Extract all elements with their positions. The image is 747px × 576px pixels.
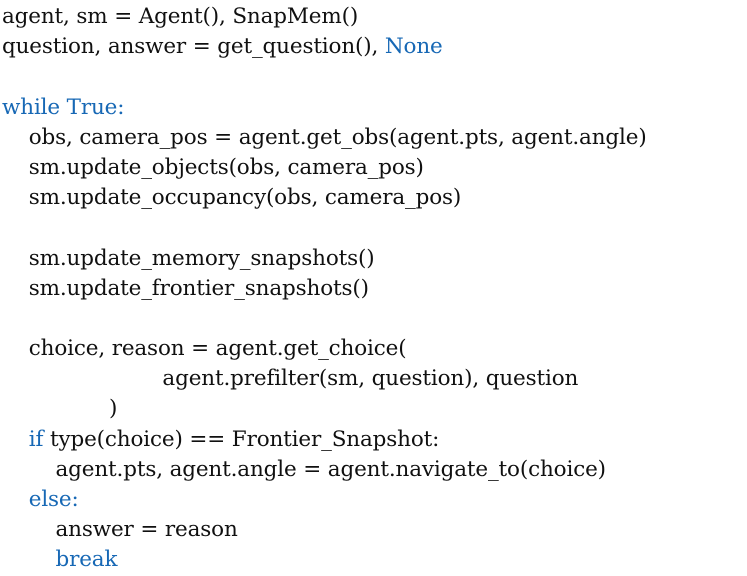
code-line: agent.pts, agent.angle = agent.navigate_… xyxy=(2,455,747,485)
code-line: agent.prefilter(sm, question), question xyxy=(2,364,747,394)
code-line: while True: xyxy=(2,93,747,123)
code-text-token: type(choice) == Frontier_Snapshot: xyxy=(43,426,440,452)
code-keyword-token: else: xyxy=(28,487,79,512)
code-text-token xyxy=(2,64,9,89)
code-keyword-token: if xyxy=(28,426,44,452)
code-text-token: agent.prefilter(sm, question), question xyxy=(162,366,579,392)
code-line: agent, sm = Agent(), SnapMem() xyxy=(2,2,747,32)
code-text-token: obs, camera_pos = agent.get_obs(agent.pt… xyxy=(28,124,647,150)
code-keyword-token: break xyxy=(55,547,118,573)
code-blank-line xyxy=(2,213,747,243)
code-text-token xyxy=(2,306,9,331)
code-keyword-token: while True: xyxy=(2,94,125,120)
code-line: ) xyxy=(2,394,747,424)
code-indent xyxy=(2,517,55,542)
code-indent xyxy=(2,125,29,150)
code-text-token: sm.update_frontier_snapshots() xyxy=(28,275,369,301)
code-blank-line xyxy=(2,62,747,92)
code-line: sm.update_objects(obs, camera_pos) xyxy=(2,153,747,183)
code-indent xyxy=(2,366,162,391)
code-line: obs, camera_pos = agent.get_obs(agent.pt… xyxy=(2,123,747,153)
code-line: sm.update_occupancy(obs, camera_pos) xyxy=(2,183,747,213)
code-text-token: question, answer = get_question(), xyxy=(2,34,385,60)
code-line: sm.update_memory_snapshots() xyxy=(2,244,747,274)
code-line: question, answer = get_question(), None xyxy=(2,32,747,62)
code-line: break xyxy=(2,545,747,575)
code-indent xyxy=(2,457,55,482)
code-text-token: sm.update_objects(obs, camera_pos) xyxy=(28,154,424,180)
code-text-token: ) xyxy=(108,396,118,422)
code-text-token: agent, sm = Agent(), SnapMem() xyxy=(2,4,359,29)
code-line: sm.update_frontier_snapshots() xyxy=(2,274,747,304)
code-indent xyxy=(2,185,29,210)
code-text-token xyxy=(2,215,9,240)
code-blank-line xyxy=(2,304,747,334)
code-indent xyxy=(2,487,29,512)
code-line: choice, reason = agent.get_choice( xyxy=(2,334,747,364)
code-indent xyxy=(2,336,29,361)
code-text-token: choice, reason = agent.get_choice( xyxy=(28,336,407,362)
code-line: else: xyxy=(2,485,747,515)
code-indent xyxy=(2,396,109,421)
code-keyword-token: None xyxy=(384,34,443,60)
code-indent xyxy=(2,547,55,572)
code-text-token: sm.update_memory_snapshots() xyxy=(28,245,375,271)
code-indent xyxy=(2,246,29,271)
code-text-token: agent.pts, agent.angle = agent.navigate_… xyxy=(55,456,606,482)
code-line: answer = reason xyxy=(2,515,747,545)
code-text-token: sm.update_occupancy(obs, camera_pos) xyxy=(28,185,462,211)
code-line: if type(choice) == Frontier_Snapshot: xyxy=(2,425,747,455)
code-indent xyxy=(2,155,29,180)
code-indent xyxy=(2,427,29,452)
code-text-token: answer = reason xyxy=(55,517,238,543)
code-indent xyxy=(2,276,29,301)
